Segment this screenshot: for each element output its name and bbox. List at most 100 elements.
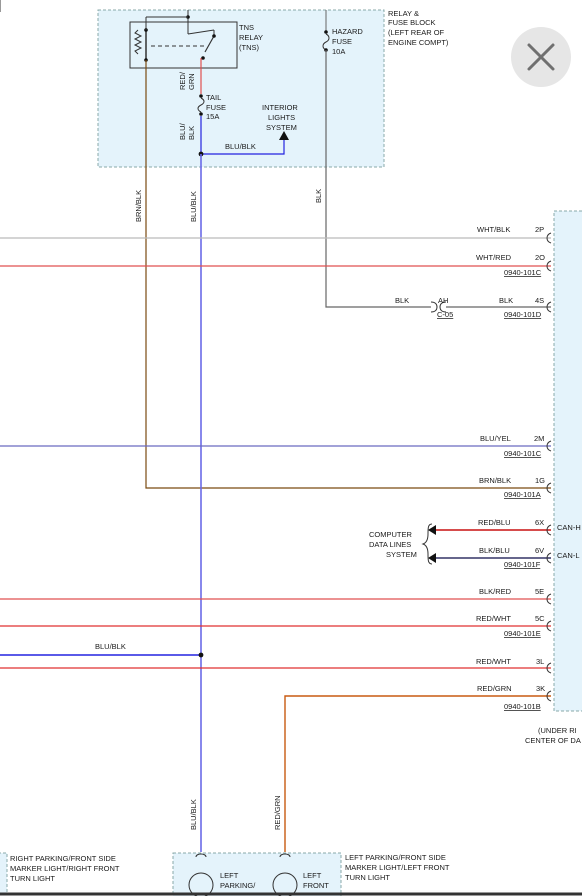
splice-blu-blk-bottom bbox=[198, 652, 204, 658]
module-pin-wire-label: RED/BLU bbox=[478, 518, 511, 527]
hazard-fuse-label-1: HAZARD bbox=[332, 27, 363, 36]
relay-fuse-block-title-3: (LEFT REAR OF bbox=[388, 28, 445, 37]
module-pin-2m: BLU/YEL 2M bbox=[480, 434, 552, 452]
can-l-arrow bbox=[428, 553, 436, 563]
module-pin-number: 3K bbox=[536, 684, 545, 693]
module-pin-3k: RED/GRN 3K bbox=[477, 684, 552, 702]
relay-fuse-block-title-2: FUSE BLOCK bbox=[388, 18, 436, 27]
interior-lights-arrow bbox=[279, 131, 289, 140]
module: CAN-H CAN-L (UNDER RI CENTER OF DA bbox=[525, 210, 582, 745]
module-pin-3l: RED/WHT 3L bbox=[476, 657, 552, 674]
module-connector-label-2: 0940-101D bbox=[504, 310, 542, 319]
module-pin-wire-label: RED/GRN bbox=[477, 684, 512, 693]
module-outline bbox=[553, 210, 582, 712]
wire-blu-blk-fuse-label-2: BLK bbox=[187, 126, 196, 140]
wire-blu-blk-interior-label: BLU/BLK bbox=[225, 142, 256, 151]
module-connector-label-7: 0940-101B bbox=[504, 702, 541, 711]
tail-fuse-label-2: FUSE bbox=[206, 103, 226, 112]
interior-lights-label-3: SYSTEM bbox=[266, 123, 297, 132]
relay-fuse-block-title-4: ENGINE COMPT) bbox=[388, 38, 449, 47]
tns-relay-label-1: TNS bbox=[239, 23, 254, 32]
module-pin-wire-label: BLK/BLU bbox=[479, 546, 510, 555]
front-turn-bulb-icon bbox=[272, 872, 298, 896]
module-pin-wire-label: WHT/BLK bbox=[477, 225, 510, 234]
module-connector-label-5: 0940-101F bbox=[504, 560, 541, 569]
relay-fuse-block: RELAY & FUSE BLOCK (LEFT REAR OF ENGINE … bbox=[97, 9, 449, 168]
tns-relay-label-2: RELAY bbox=[239, 33, 263, 42]
c05-connector-label: C-05 bbox=[437, 310, 453, 319]
hazard-fuse: HAZARD FUSE 10A bbox=[322, 10, 363, 56]
computer-data-lines-brace bbox=[421, 523, 433, 565]
left-lamp-label-3: TURN LIGHT bbox=[345, 873, 390, 882]
module-pin-2o: WHT/RED 2O bbox=[476, 253, 552, 272]
tail-fuse-label-3: 15A bbox=[206, 112, 219, 121]
can-h-label: CAN-H bbox=[557, 523, 581, 532]
close-icon bbox=[527, 43, 555, 71]
c05-pin-label: AH bbox=[438, 296, 448, 305]
module-connector-label-3: 0940-101C bbox=[504, 449, 542, 458]
module-pin-number: 5E bbox=[535, 587, 544, 596]
module-pin-number: 4S bbox=[535, 296, 544, 305]
can-h-arrow bbox=[428, 525, 436, 535]
close-button[interactable] bbox=[511, 27, 571, 87]
module-connector-label-4: 0940-101A bbox=[504, 490, 541, 499]
wire-brn-blk bbox=[145, 60, 551, 489]
module-location-label-2: CENTER OF DA bbox=[525, 736, 581, 745]
module-pin-number: 5C bbox=[535, 614, 545, 623]
wire-blu-blk-main-label: BLU/BLK bbox=[189, 191, 198, 222]
computer-data-lines-label-2: DATA LINES bbox=[369, 540, 411, 549]
can-l-label: CAN-L bbox=[557, 551, 580, 560]
module-pin-number: 6X bbox=[535, 518, 544, 527]
wire-red-grn-bottom-label: RED/GRN bbox=[273, 795, 282, 830]
computer-data-lines-label-3: SYSTEM bbox=[386, 550, 417, 559]
wire-blk-hazard bbox=[325, 50, 431, 308]
right-lamp-label-3: TURN LIGHT bbox=[10, 874, 55, 883]
parking-bulb-icon bbox=[188, 872, 214, 896]
module-pin-number: 1G bbox=[535, 476, 545, 485]
module-pin-4s: BLK 4S bbox=[499, 296, 552, 313]
wire-blk-c05-label: BLK bbox=[395, 296, 409, 305]
module-pin-5c: RED/WHT 5C bbox=[476, 614, 552, 632]
module-pin-number: 2P bbox=[535, 225, 544, 234]
module-pin-1g: BRN/BLK 1G bbox=[479, 476, 552, 494]
wire-red-grn bbox=[284, 695, 551, 852]
module-pin-6v: BLK/BLU 6V bbox=[479, 546, 552, 564]
interior-lights-label-1: INTERIOR bbox=[262, 103, 298, 112]
wire-red-grn-relay-label-1: RED/ bbox=[178, 71, 187, 90]
parking-inner-label-2: PARKING/ bbox=[220, 881, 256, 890]
wire-blu-blk-bottom-label: BLU/BLK bbox=[189, 799, 198, 830]
front-inner-label-1: LEFT bbox=[303, 871, 322, 880]
left-lamp-label-1: LEFT PARKING/FRONT SIDE bbox=[345, 853, 446, 862]
hazard-fuse-label-3: 10A bbox=[332, 47, 345, 56]
front-inner-label-2: FRONT bbox=[303, 881, 329, 890]
tns-relay-label-3: (TNS) bbox=[239, 43, 259, 52]
module-pin-wire-label: WHT/RED bbox=[476, 253, 512, 262]
module-pin-wire-label: RED/WHT bbox=[476, 614, 511, 623]
tail-fuse-label-1: TAIL bbox=[206, 93, 221, 102]
relay-fuse-block-title-1: RELAY & bbox=[388, 9, 419, 18]
module-connector-label-1: 0940-101C bbox=[504, 268, 542, 277]
wire-blu-blk-fuse-label-1: BLU/ bbox=[178, 122, 187, 140]
left-lamp-label-2: MARKER LIGHT/LEFT FRONT bbox=[345, 863, 450, 872]
right-lamp-label-2: MARKER LIGHT/RIGHT FRONT bbox=[10, 864, 120, 873]
hazard-fuse-label-2: FUSE bbox=[332, 37, 352, 46]
tail-fuse: TAIL FUSE 15A bbox=[197, 93, 226, 121]
module-pin-number: 2M bbox=[534, 434, 544, 443]
right-lamp: RIGHT PARKING/FRONT SIDE MARKER LIGHT/RI… bbox=[0, 852, 120, 894]
module-pin-2p: WHT/BLK 2P bbox=[477, 225, 552, 244]
module-pin-wire-label: BLK bbox=[499, 296, 513, 305]
module-pin-number: 3L bbox=[536, 657, 544, 666]
left-lamp: LEFT PARKING/ LEFT FRONT LEFT PARKING/FR… bbox=[172, 852, 450, 896]
wire-blk-hazard-label: BLK bbox=[314, 189, 323, 203]
computer-data-lines-label-1: COMPUTER bbox=[369, 530, 413, 539]
module-pin-number: 2O bbox=[535, 253, 545, 262]
module-location-label-1: (UNDER RI bbox=[538, 726, 577, 735]
wire-brn-blk-label: BRN/BLK bbox=[134, 190, 143, 222]
module-pin-wire-label: BLK/RED bbox=[479, 587, 512, 596]
right-lamp-label-1: RIGHT PARKING/FRONT SIDE bbox=[10, 854, 116, 863]
module-pin-wire-label: BRN/BLK bbox=[479, 476, 511, 485]
module-pin-6x: RED/BLU 6X bbox=[478, 518, 552, 536]
parking-inner-label-1: LEFT bbox=[220, 871, 239, 880]
wire-red-grn-relay-label-2: GRN bbox=[187, 73, 196, 90]
